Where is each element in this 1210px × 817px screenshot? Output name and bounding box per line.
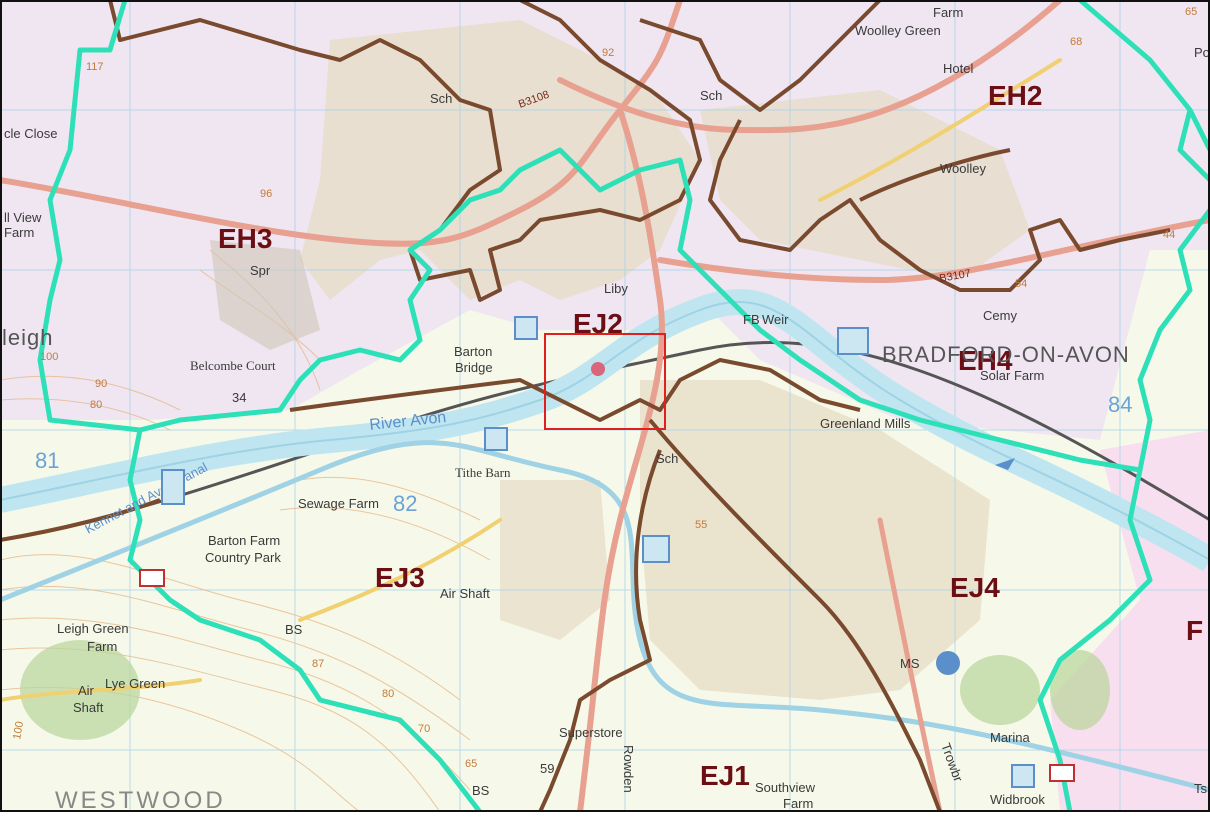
label-air-shaft: Air Shaft	[440, 586, 490, 601]
spot-90: 90	[95, 378, 107, 390]
label-spr: Spr	[250, 263, 271, 278]
label-leigh: leigh	[2, 325, 53, 350]
road-label-b3107: B3107	[938, 268, 971, 285]
town-northeast-built	[700, 90, 1030, 280]
label-leigh-green-farm: Farm	[87, 639, 117, 654]
country-park-icon	[161, 469, 185, 505]
zone-label-f: F	[1186, 615, 1203, 646]
label-farm-top: Farm	[933, 5, 963, 20]
label-lye-green: Lye Green	[105, 676, 165, 691]
label-marina: Marina	[990, 730, 1031, 745]
spot-heights: 117 92 68 65 96 44 54 34 100 90 80 87 80…	[11, 6, 1197, 776]
road-sign-4b-icon	[1049, 764, 1075, 782]
label-tithe-barn: Tithe Barn	[455, 465, 511, 480]
zone-label-eh2: EH2	[988, 80, 1042, 111]
label-barton-farm: Barton Farm	[208, 533, 280, 548]
spot-70: 70	[418, 723, 430, 735]
label-southview: Southview	[755, 780, 816, 795]
boating-icon	[642, 535, 670, 563]
town-southwest-built	[500, 480, 610, 640]
label-widbrook: Widbrook	[990, 792, 1045, 807]
label-view-farm: ll View	[4, 210, 42, 225]
label-bridge: Bridge	[455, 360, 493, 375]
zone-label-ej1: EJ1	[700, 760, 750, 791]
label-ms: MS	[900, 656, 920, 671]
label-close: cle Close	[4, 126, 57, 141]
label-sch-2: Sch	[700, 88, 722, 103]
lock-icon	[1011, 764, 1035, 788]
label-library: Liby	[604, 281, 628, 296]
spot-54: 54	[1015, 278, 1027, 290]
label-po: Po	[1194, 45, 1210, 60]
spot-34: 34	[232, 390, 246, 405]
label-woolley-green: Woolley Green	[855, 23, 941, 38]
spot-80: 80	[90, 399, 102, 411]
label-air: Air	[78, 683, 95, 698]
town-centre-icon	[591, 362, 605, 376]
tourist-info-icon	[484, 427, 508, 451]
zone-label-ej3: EJ3	[375, 562, 425, 593]
parish-boundaries	[0, 0, 1171, 813]
label-bs-2: BS	[472, 783, 490, 798]
label-cemy: Cemy	[983, 308, 1017, 323]
spot-65b: 65	[465, 758, 477, 770]
woodland-patch	[210, 240, 320, 350]
spot-100b: 100	[11, 720, 26, 740]
label-woolley: Woolley	[940, 161, 987, 176]
label-westwood: WESTWOOD	[55, 787, 226, 812]
label-barton: Barton	[454, 344, 492, 359]
spot-87: 87	[312, 658, 324, 670]
label-bs-1: BS	[285, 622, 303, 637]
spot-92: 92	[602, 47, 614, 59]
road-sign-4-icon	[139, 569, 165, 587]
label-southview-farm: Farm	[783, 796, 813, 811]
grid-number-81: 81	[35, 448, 59, 473]
label-country-park: Country Park	[205, 550, 281, 565]
river-avon-edge	[0, 301, 1210, 561]
parking-icon	[514, 316, 538, 340]
spot-44: 44	[1163, 229, 1175, 241]
flag-icon	[995, 458, 1015, 470]
ward-boundaries	[37, 0, 1210, 814]
spot-59: 59	[540, 761, 554, 776]
label-hotel: Hotel	[943, 61, 973, 76]
label-fb: FB	[743, 312, 760, 327]
map-symbols	[139, 316, 1075, 788]
zone-label-ej4: EJ4	[950, 572, 1000, 603]
label-sewage-farm: Sewage Farm	[298, 496, 379, 511]
spot-55: 55	[695, 519, 707, 531]
spot-96: 96	[260, 188, 272, 200]
label-leigh-green: Leigh Green	[57, 621, 129, 636]
label-shaft: Shaft	[73, 700, 104, 715]
label-solar-farm: Solar Farm	[980, 368, 1044, 383]
label-bradford-on-avon: BRADFORD-ON-AVON	[882, 342, 1130, 367]
label-sch-3: Sch	[656, 451, 678, 466]
spot-80b: 80	[382, 688, 394, 700]
label-weir: Weir	[762, 312, 789, 327]
spot-100: 100	[40, 351, 58, 363]
label-sch-1: Sch	[430, 91, 452, 106]
grid-number-84: 84	[1108, 392, 1132, 417]
grid-number-82: 82	[393, 491, 417, 516]
label-belcombe-court: Belcombe Court	[190, 358, 276, 373]
label-greenland: Greenland Mills	[820, 416, 911, 431]
label-superstore: Superstore	[559, 725, 623, 740]
spot-68: 68	[1070, 36, 1082, 48]
zone-label-eh4: EH4	[958, 345, 1013, 376]
kennet-avon-canal	[0, 440, 1210, 793]
spot-117: 117	[86, 61, 104, 73]
label-ts: Ts	[1194, 781, 1208, 796]
railway-station-icon	[837, 327, 869, 355]
spot-65: 65	[1185, 6, 1197, 18]
zone-label-eh3: EH3	[218, 223, 272, 254]
zone-label-ej2: EJ2	[573, 308, 623, 339]
marina-icon	[936, 651, 960, 675]
label-view-farm-2: Farm	[4, 225, 34, 240]
label-rowden: Rowden	[621, 745, 636, 793]
highlight-box[interactable]	[544, 333, 666, 430]
